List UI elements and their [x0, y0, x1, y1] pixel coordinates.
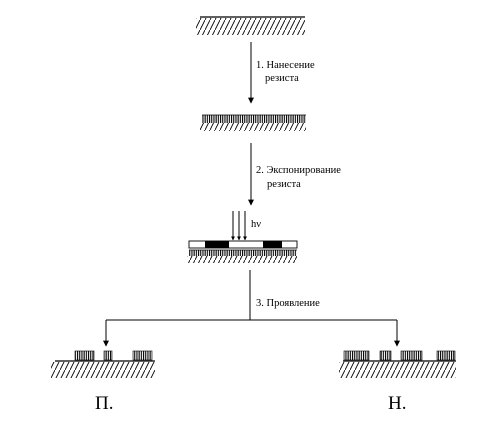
positive-resist-result [51, 350, 155, 378]
mask-opaque-region-1 [205, 241, 229, 248]
negative-resist-block-1 [343, 350, 370, 361]
step-2-label: 2. Экспонирование [256, 165, 341, 176]
exposure-hv-label: hν [251, 219, 261, 230]
negative-result-label: Н. [388, 393, 406, 414]
stage-coated [200, 114, 306, 131]
negative-resist-block-3 [400, 350, 423, 361]
positive-resist-block-1 [74, 350, 95, 361]
negative-resist-block-2 [379, 350, 392, 361]
stage-substrate [196, 16, 305, 35]
exposure-resist-layer [189, 250, 297, 256]
step-2-continuation: резиста [267, 179, 301, 190]
mask-opaque-region-2 [263, 241, 282, 248]
negative-resist-result [339, 350, 456, 378]
negative-substrate-hatch [339, 362, 456, 378]
step-1-continuation: резиста [265, 73, 299, 84]
positive-substrate-hatch [51, 362, 155, 378]
coated-resist-layer [202, 115, 306, 123]
stage-exposure: hν [187, 211, 298, 263]
photomask-outline [188, 240, 298, 249]
step-1-label: 1. Нанесение [256, 60, 315, 71]
step-3-label: 3. Проявление [256, 298, 320, 309]
positive-resist-block-2 [103, 350, 113, 361]
positive-result-label: П. [95, 393, 113, 414]
exposure-substrate-hatch [187, 256, 297, 263]
substrate-hatch [196, 18, 305, 35]
negative-resist-block-4 [436, 350, 456, 361]
coated-substrate-hatch [200, 123, 306, 131]
positive-resist-block-3 [132, 350, 153, 361]
